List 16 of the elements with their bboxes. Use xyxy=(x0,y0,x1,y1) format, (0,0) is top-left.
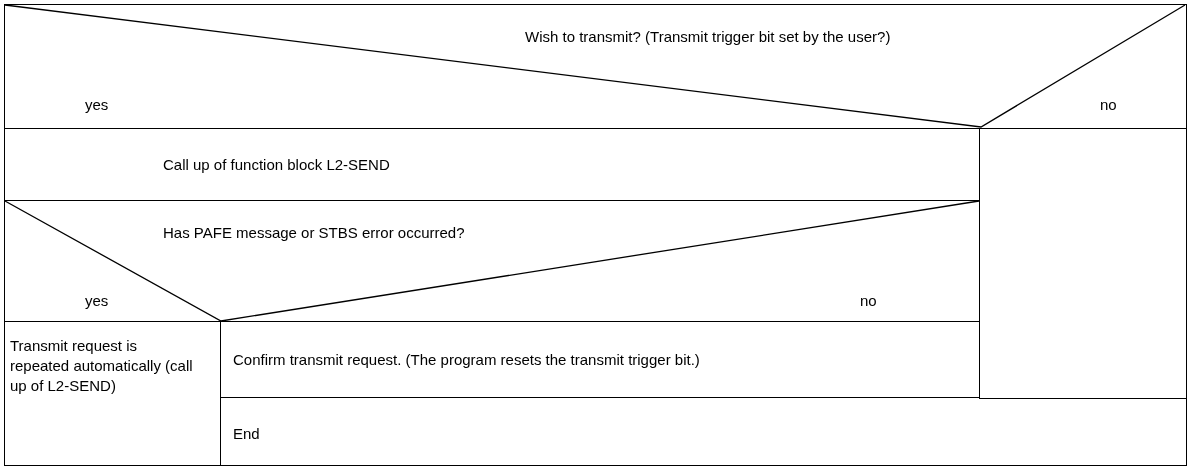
step-text: Transmit request is repeated automatically (call up of L2-SEND) xyxy=(10,336,194,396)
condition-text: Has PAFE message or STBS error occurred? xyxy=(163,223,465,243)
no-label: no xyxy=(860,291,877,311)
step-text: Call up of function block L2-SEND xyxy=(163,155,390,175)
step-text: End xyxy=(233,424,260,444)
empty-block xyxy=(979,128,1187,399)
process-block xyxy=(220,397,1187,466)
yes-label: yes xyxy=(85,291,109,311)
no-label: no xyxy=(1100,95,1117,115)
step-text: Confirm transmit request. (The program resets the transmit trigger bit.) xyxy=(233,350,700,370)
condition-text: Wish to transmit? (Transmit trigger bit set by the user?) xyxy=(525,27,891,47)
process-block xyxy=(220,321,981,399)
decision-block xyxy=(4,4,1187,129)
yes-label: yes xyxy=(85,95,109,115)
process-block xyxy=(4,321,222,466)
decision-block xyxy=(4,200,981,323)
